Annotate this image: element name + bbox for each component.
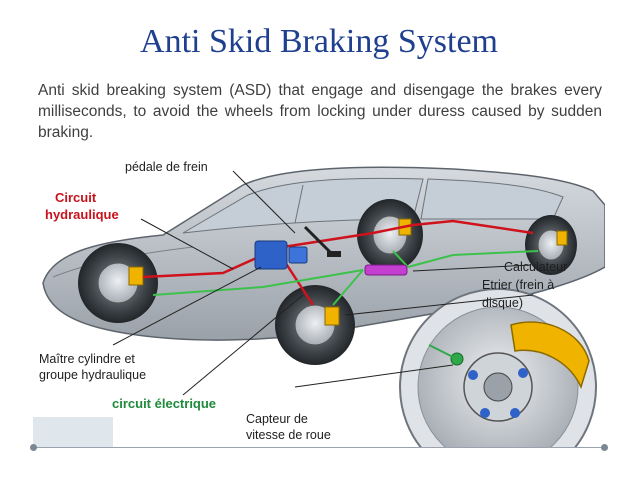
wheel-rear-left <box>357 199 423 271</box>
label-master-cylinder-2: groupe hydraulique <box>39 368 147 382</box>
slide-footer-dot-right <box>601 444 608 451</box>
brake-disc-closeup <box>399 288 597 447</box>
label-electric-circuit: circuit électrique <box>112 396 217 411</box>
brake-pedal <box>303 225 341 257</box>
label-speed-sensor-2: vitesse de roue <box>246 428 331 442</box>
corner-strip <box>33 417 113 447</box>
wheel-front-left <box>78 243 158 323</box>
abs-diagram-illustration <box>33 155 605 447</box>
label-brake-pedal: pédale de frein <box>125 160 208 174</box>
label-hydraulic-circuit-2: hydraulique <box>45 207 119 222</box>
slide-footer-dot-left <box>30 444 37 451</box>
label-caliper-2: disque) <box>482 296 523 310</box>
hydraulic-lines <box>142 219 534 306</box>
label-computer: Calculateur <box>504 260 568 274</box>
wheel-rear-right <box>525 215 577 275</box>
label-speed-sensor-1: Capteur de <box>246 412 308 426</box>
abs-diagram <box>33 155 605 447</box>
electric-lines <box>152 250 539 306</box>
slide-title: Anti Skid Braking System <box>140 23 498 60</box>
slide-description: Anti skid breaking system (ASD) that eng… <box>38 82 602 141</box>
label-caliper-1: Etrier (frein à <box>482 278 555 292</box>
hydraulic-unit <box>254 240 308 270</box>
wheel-front-right <box>275 285 355 365</box>
computer-unit <box>364 264 408 276</box>
label-hydraulic-circuit-1: Circuit <box>55 190 97 205</box>
label-master-cylinder-1: Maître cylindre et <box>39 352 135 366</box>
leader-lines <box>112 170 534 396</box>
slide-footer-line <box>33 447 605 448</box>
